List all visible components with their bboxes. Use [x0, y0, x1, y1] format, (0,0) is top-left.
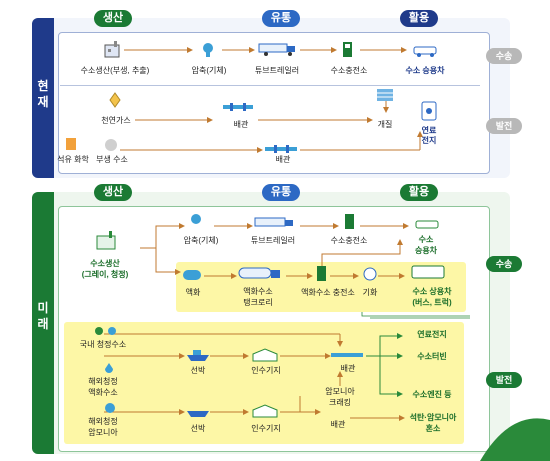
decorative-hill — [480, 418, 550, 461]
future-power-use-2: 수소엔진 등 — [412, 390, 452, 399]
power-zone — [64, 322, 464, 444]
pipe-icon-2 — [265, 145, 297, 153]
charging-station-icon — [343, 42, 352, 57]
header-distribution-current: 유통 — [262, 10, 300, 27]
liquefaction-icon — [183, 270, 201, 280]
reformer-icon — [377, 89, 393, 101]
future-power-mid-2: 배관 — [340, 364, 356, 373]
petrochem-icon — [66, 138, 76, 150]
factory-icon — [104, 41, 120, 58]
liquid-station-icon — [317, 266, 326, 281]
current-row2-item-0: 천연가스 — [101, 116, 131, 125]
vaporize-icon — [363, 267, 377, 281]
charging-station-icon-future — [345, 214, 354, 229]
header-utilization-future: 활용 — [400, 184, 438, 201]
car-icon — [413, 46, 437, 57]
header-distribution-future: 유통 — [262, 184, 300, 201]
compressor-icon — [203, 43, 213, 57]
bus-icon — [411, 265, 445, 279]
tube-trailer-icon — [258, 43, 295, 56]
current-row2-item-1: 배관 — [233, 120, 249, 129]
header-production-current: 생산 — [94, 10, 132, 27]
header-production-future: 생산 — [94, 184, 132, 201]
current-row2-item-2: 개질 — [377, 120, 393, 129]
ammonia-icon — [105, 403, 115, 413]
compressor-icon-future — [191, 214, 201, 224]
tube-trailer-icon-future — [254, 217, 293, 227]
future-source: 수소생산(그레이, 청정) — [81, 259, 129, 279]
side-label-transport-future: 수송 — [486, 256, 522, 272]
terminal-icon — [252, 348, 278, 362]
pipe-icon — [223, 103, 253, 111]
hydrogen-icon — [105, 139, 117, 151]
future-power-source-0: 국내 청정수소 — [79, 340, 127, 349]
future-power-use-0: 연료전지 — [417, 330, 447, 339]
current-row1-item-1: 압축(기체) — [191, 66, 227, 75]
tank-lorry-icon — [238, 267, 280, 279]
current-row2b-item-1: 부생 수소 — [96, 155, 128, 164]
future-power-mid-3: 선박 — [190, 424, 206, 433]
future-power-use-1: 수소터빈 — [417, 352, 447, 361]
current-row1-item-3: 수소충전소 — [330, 66, 368, 75]
ship-icon — [187, 350, 209, 361]
car-icon-future — [415, 220, 439, 229]
future-liquid-2: 액화수소 충전소 — [301, 288, 355, 297]
current-row1-item-0: 수소생산(부생, 추출) — [80, 66, 150, 75]
current-label: 현재 — [37, 79, 49, 109]
future-power-mid-1: 인수기지 — [251, 366, 281, 375]
current-divider — [60, 85, 480, 86]
pipe-icon-future — [331, 353, 363, 357]
future-power-mid-5: 배관 — [330, 420, 346, 429]
factory-icon-future — [96, 231, 116, 250]
side-label-power-current: 발전 — [486, 118, 522, 134]
side-label-power-future: 발전 — [486, 372, 522, 388]
terminal-icon-2 — [252, 404, 278, 418]
future-sidebar — [32, 192, 54, 454]
fuel-cell-icon — [421, 101, 437, 121]
clean-h2-icon — [95, 327, 116, 335]
future-gas-2: 수소충전소 — [330, 236, 368, 245]
ship-icon-2 — [187, 411, 209, 417]
header-utilization-current: 활용 — [400, 10, 438, 27]
future-liquid-0: 액화 — [185, 288, 201, 297]
current-row1-item-4: 수소 승용차 — [405, 66, 445, 75]
future-power-mid-0: 선박 — [190, 366, 206, 375]
future-gas-0: 압축(기체) — [183, 236, 219, 245]
future-liquid-4: 수소 상용차(버스, 트럭) — [412, 287, 452, 307]
current-row2b-item-2: 배관 — [275, 155, 291, 164]
future-power-mid-4: 인수기지 — [251, 424, 281, 433]
current-sidebar — [32, 18, 54, 178]
future-gas-1: 튜브트레일러 — [250, 236, 296, 245]
side-label-transport-current: 수송 — [486, 48, 522, 64]
natural-gas-icon — [109, 92, 121, 108]
current-row2b-item-0: 석유 화학 — [57, 155, 89, 164]
current-row1-item-2: 튜브트레일러 — [254, 66, 300, 75]
lh2-icon — [105, 363, 113, 373]
future-liquid-3: 기화 — [362, 288, 378, 297]
